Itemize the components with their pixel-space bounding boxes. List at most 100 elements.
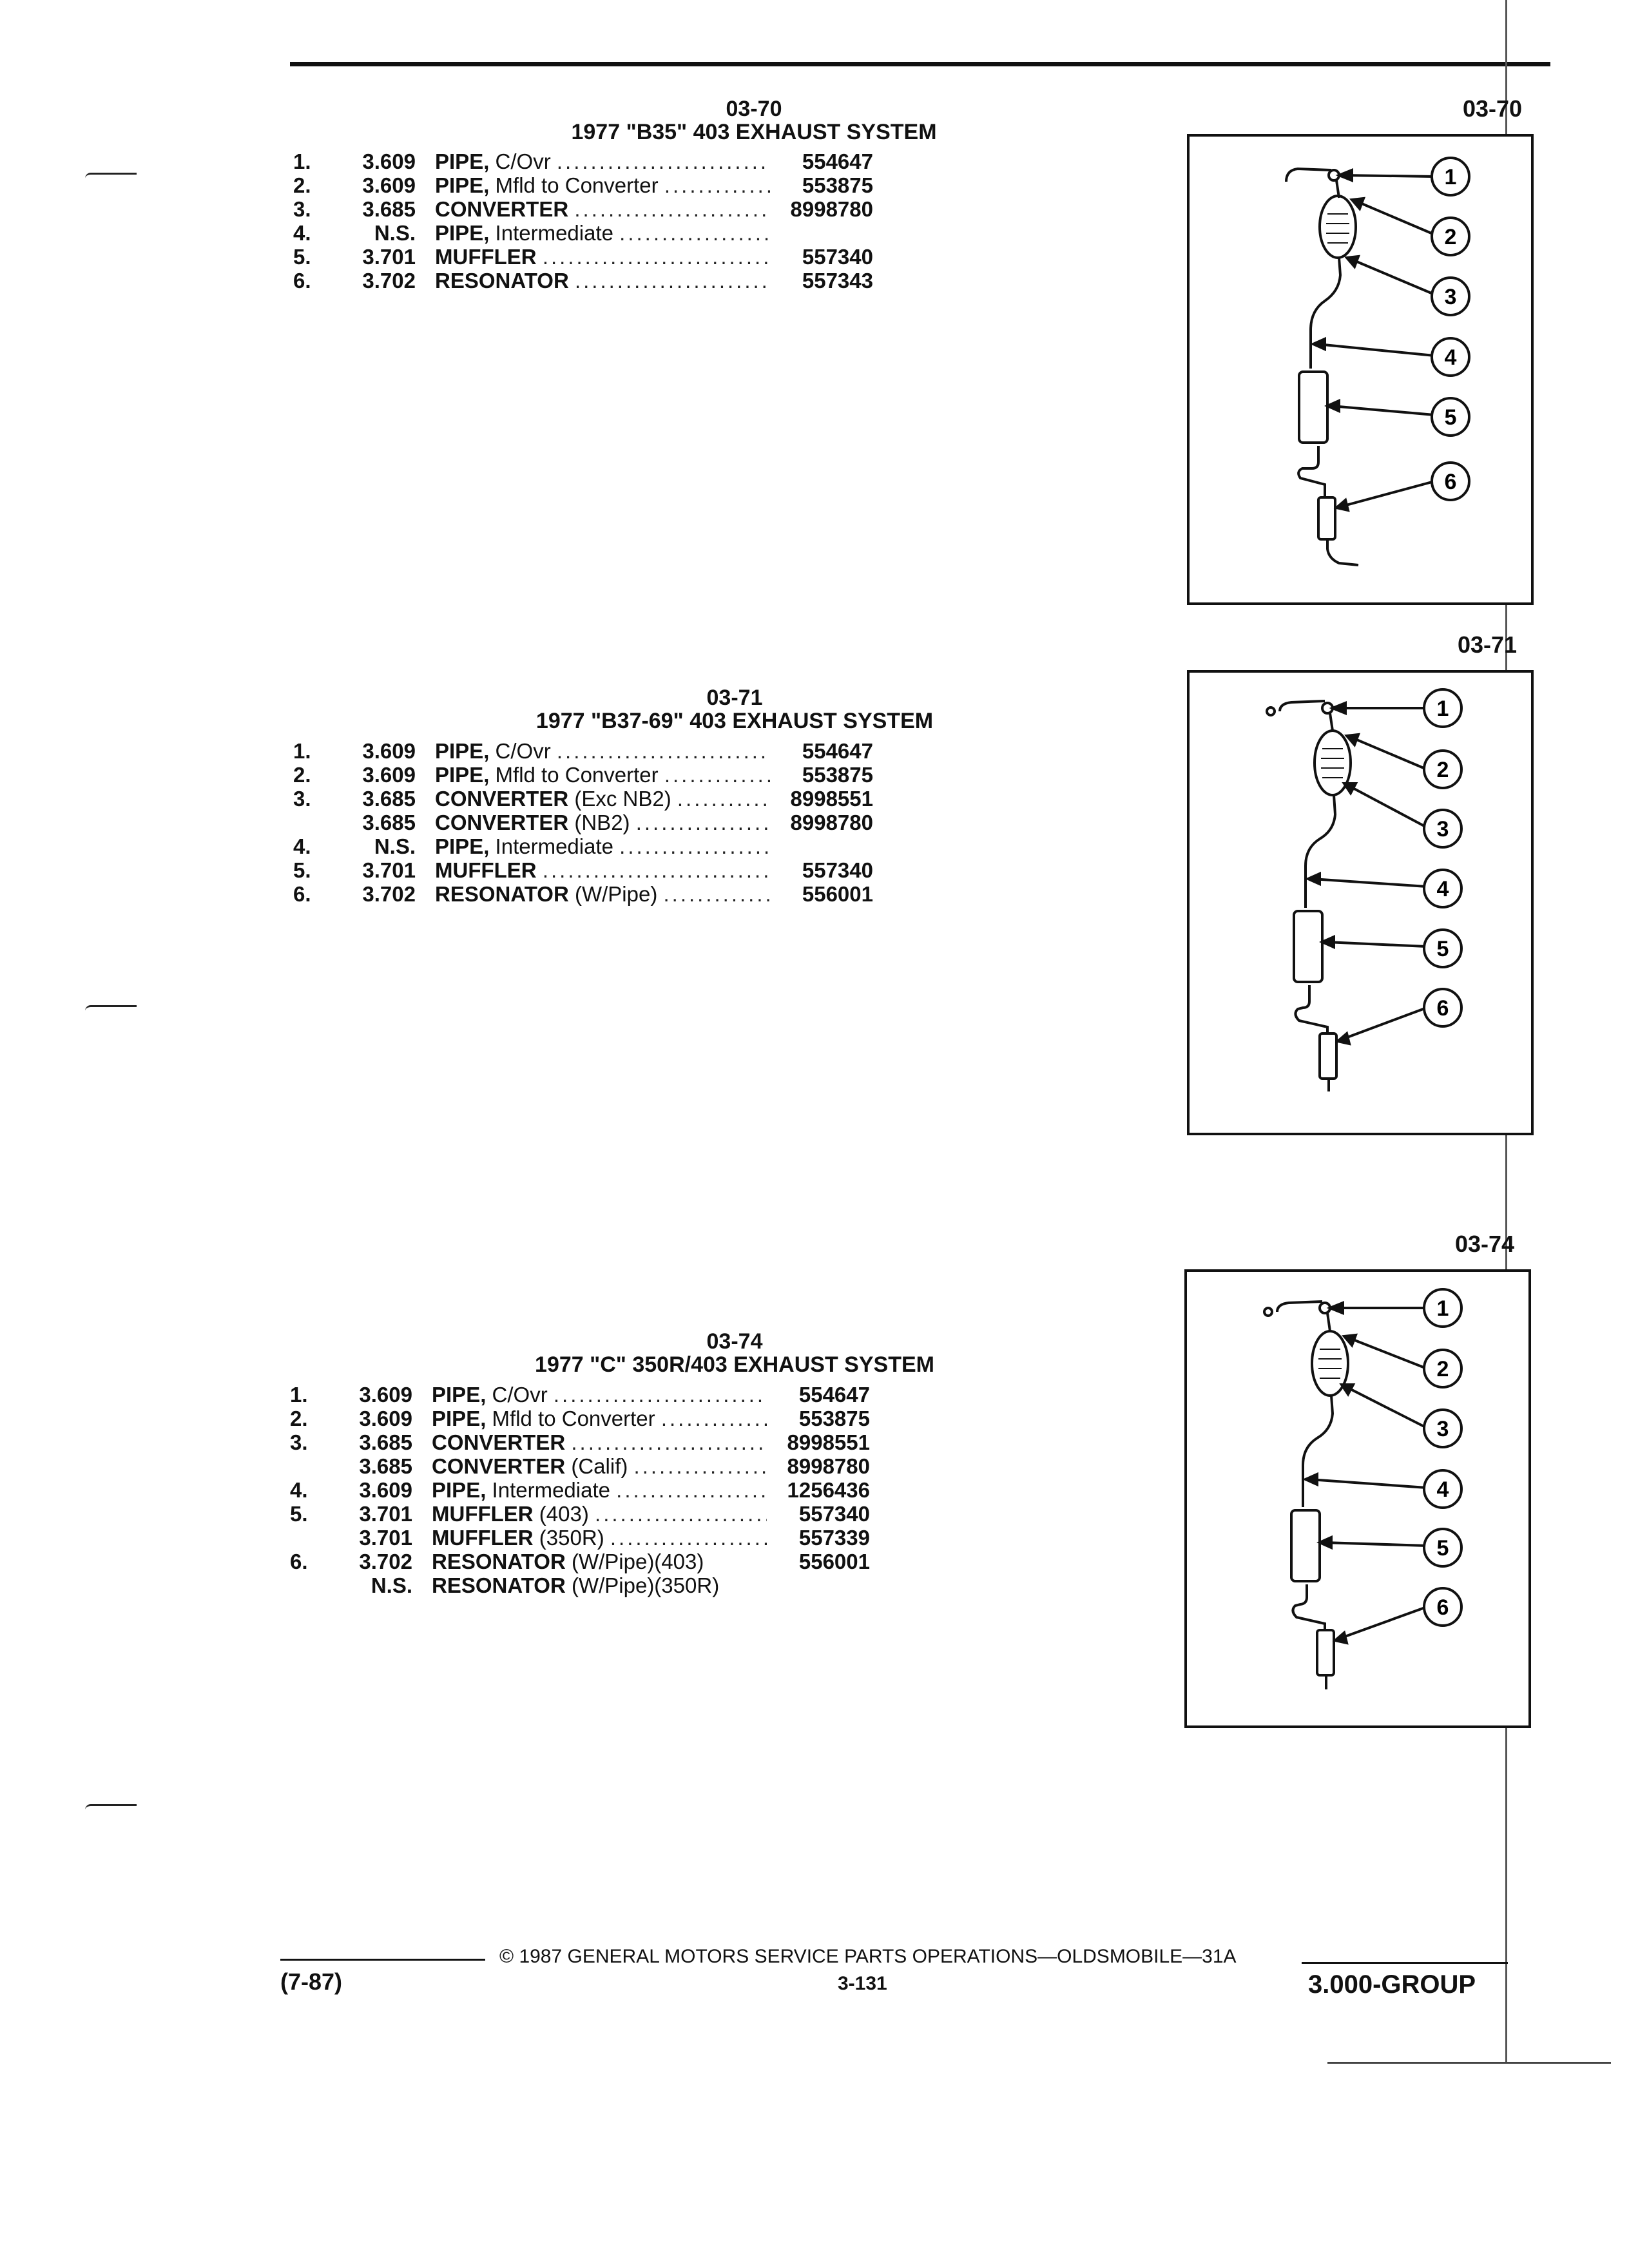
- description-main: PIPE,: [432, 1383, 487, 1407]
- parts-list: 1.3.609 PIPE, C/Ovr ....................…: [290, 1383, 883, 1597]
- callout-circle: [1431, 216, 1470, 256]
- group-code: 3.685: [359, 1430, 412, 1454]
- callout-number: 4: [1445, 345, 1457, 370]
- item-number: 4.: [293, 834, 311, 858]
- outlet-pipe: [1326, 539, 1359, 566]
- figure-label: 03-70: [1463, 95, 1523, 122]
- header-rule: [290, 62, 1550, 66]
- callout-circle: [1431, 461, 1470, 501]
- callout-circle: [1423, 688, 1463, 728]
- converter-body: [1311, 1330, 1349, 1397]
- group-code: 3.702: [362, 269, 416, 293]
- converter-body: [1313, 729, 1352, 796]
- section-code: 03-71: [706, 686, 763, 710]
- crossover-pipe: [1276, 1300, 1323, 1312]
- group-code: 3.685: [359, 1454, 412, 1478]
- description-main: RESONATOR: [435, 882, 569, 906]
- callout-line: [1355, 200, 1435, 236]
- parts-row: 1.3.609 PIPE, C/Ovr ....................…: [293, 739, 886, 763]
- item-number: 2.: [293, 173, 311, 197]
- callout-number: 5: [1437, 937, 1449, 961]
- group-code: 3.609: [359, 1478, 412, 1502]
- description-main: PIPE,: [435, 173, 490, 197]
- group-code: 3.609: [362, 763, 416, 787]
- description-main: CONVERTER: [435, 811, 569, 834]
- item-number: 5.: [290, 1502, 308, 1526]
- callout-circle: [1431, 157, 1470, 197]
- exhaust-diagram: 1 2 3 4 5 6: [1187, 670, 1534, 1135]
- parts-row: 5.3.701 MUFFLER ........................…: [293, 858, 886, 882]
- description-main: PIPE,: [435, 221, 490, 245]
- group-code: 3.701: [359, 1502, 412, 1526]
- parts-row: 3.3.685 CONVERTER ......................…: [290, 1430, 883, 1454]
- callout-circle: [1423, 1408, 1463, 1448]
- callout-circle: [1423, 1587, 1463, 1627]
- callout-number: 2: [1437, 758, 1449, 782]
- parts-row: 6.3.702 RESONATOR ......................…: [293, 269, 886, 293]
- exhaust-assembly: [1263, 1300, 1349, 1689]
- callout-circles: 1 2 3 4 5 6: [1423, 1288, 1463, 1627]
- part-number: 553875: [802, 763, 873, 787]
- description-detail: (350R): [533, 1526, 604, 1550]
- converter-ribs: [1326, 213, 1349, 244]
- group-label: 3.000-GROUP: [1308, 1970, 1476, 1999]
- section-code: 03-70: [726, 97, 782, 121]
- callout-circle: [1431, 397, 1470, 437]
- arrowhead: [1344, 255, 1361, 269]
- footer-rule-right: [1302, 1962, 1508, 1964]
- part-number: 553875: [802, 173, 873, 197]
- exhaust-diagram: 1 2 3 4 5 6: [1184, 1269, 1531, 1728]
- item-number: 4.: [293, 221, 311, 245]
- group-code: 3.701: [359, 1526, 412, 1550]
- parts-row: 3.701 MUFFLER (350R) ...................…: [290, 1526, 883, 1550]
- crossover-pipe: [1285, 167, 1332, 182]
- description-main: RESONATOR: [432, 1550, 566, 1573]
- description-detail: Mfld to Converter: [489, 173, 659, 197]
- item-description: MUFFLER ................................…: [435, 858, 770, 882]
- page-number: 3-131: [838, 1973, 887, 1994]
- part-number: 8998780: [790, 811, 873, 834]
- group-code: 3.702: [362, 882, 416, 906]
- parts-list: 1.3.609 PIPE, C/Ovr ....................…: [293, 149, 886, 293]
- description-main: CONVERTER: [432, 1430, 566, 1454]
- description-detail: (NB2): [568, 811, 630, 834]
- group-code: 3.609: [359, 1407, 412, 1430]
- part-number: 557340: [798, 1502, 870, 1526]
- description-detail: C/Ovr: [486, 1383, 548, 1407]
- arrowhead: [1349, 197, 1366, 211]
- group-code: 3.609: [362, 739, 416, 763]
- description-detail: (403): [533, 1502, 589, 1526]
- callout-line: [1350, 736, 1427, 771]
- parts-row: 4.3.609 PIPE, Intermediate .............…: [290, 1478, 883, 1502]
- callout-arrows: [1305, 701, 1427, 1046]
- tailpipe: [1294, 985, 1329, 1033]
- item-description: MUFFLER (403) ..........................…: [432, 1502, 767, 1526]
- parts-row: 6.3.702 RESONATOR (W/Pipe)(403)556001: [290, 1550, 883, 1573]
- callout-number: 2: [1445, 225, 1457, 249]
- callout-line: [1316, 343, 1435, 357]
- section-title: 1977 "B37-69" 403 EXHAUST SYSTEM: [535, 709, 934, 733]
- section-title: 1977 "C" 350R/403 EXHAUST SYSTEM: [535, 1352, 934, 1377]
- callout-number: 1: [1437, 697, 1449, 721]
- callout-circle: [1423, 928, 1463, 968]
- item-description: PIPE, Mfld to Converter ................…: [435, 763, 770, 787]
- callout-number: 4: [1437, 1477, 1449, 1502]
- callout-line: [1323, 1541, 1427, 1547]
- callout-number: 5: [1437, 1536, 1449, 1561]
- bottom-edge-line: [1327, 2062, 1611, 2064]
- item-number: 1.: [293, 739, 311, 763]
- callout-number: 6: [1437, 1595, 1449, 1620]
- item-description: PIPE, C/Ovr ............................…: [435, 149, 770, 173]
- item-description: PIPE, Mfld to Converter ................…: [435, 173, 770, 197]
- item-description: CONVERTER ..............................…: [435, 197, 770, 221]
- part-number: 554647: [802, 739, 873, 763]
- section-code: 03-74: [706, 1329, 763, 1354]
- intermediate-pipe: [1302, 1395, 1335, 1507]
- item-description: RESONATOR ..............................…: [435, 269, 770, 293]
- group-code: 3.685: [362, 197, 416, 221]
- item-description: RESONATOR (W/Pipe)(350R): [432, 1573, 767, 1597]
- callout-circles: 1 2 3 4 5 6: [1431, 157, 1470, 501]
- item-description: PIPE, Intermediate .....................…: [435, 221, 770, 245]
- description-main: RESONATOR: [435, 269, 569, 293]
- item-number: 3.: [290, 1430, 308, 1454]
